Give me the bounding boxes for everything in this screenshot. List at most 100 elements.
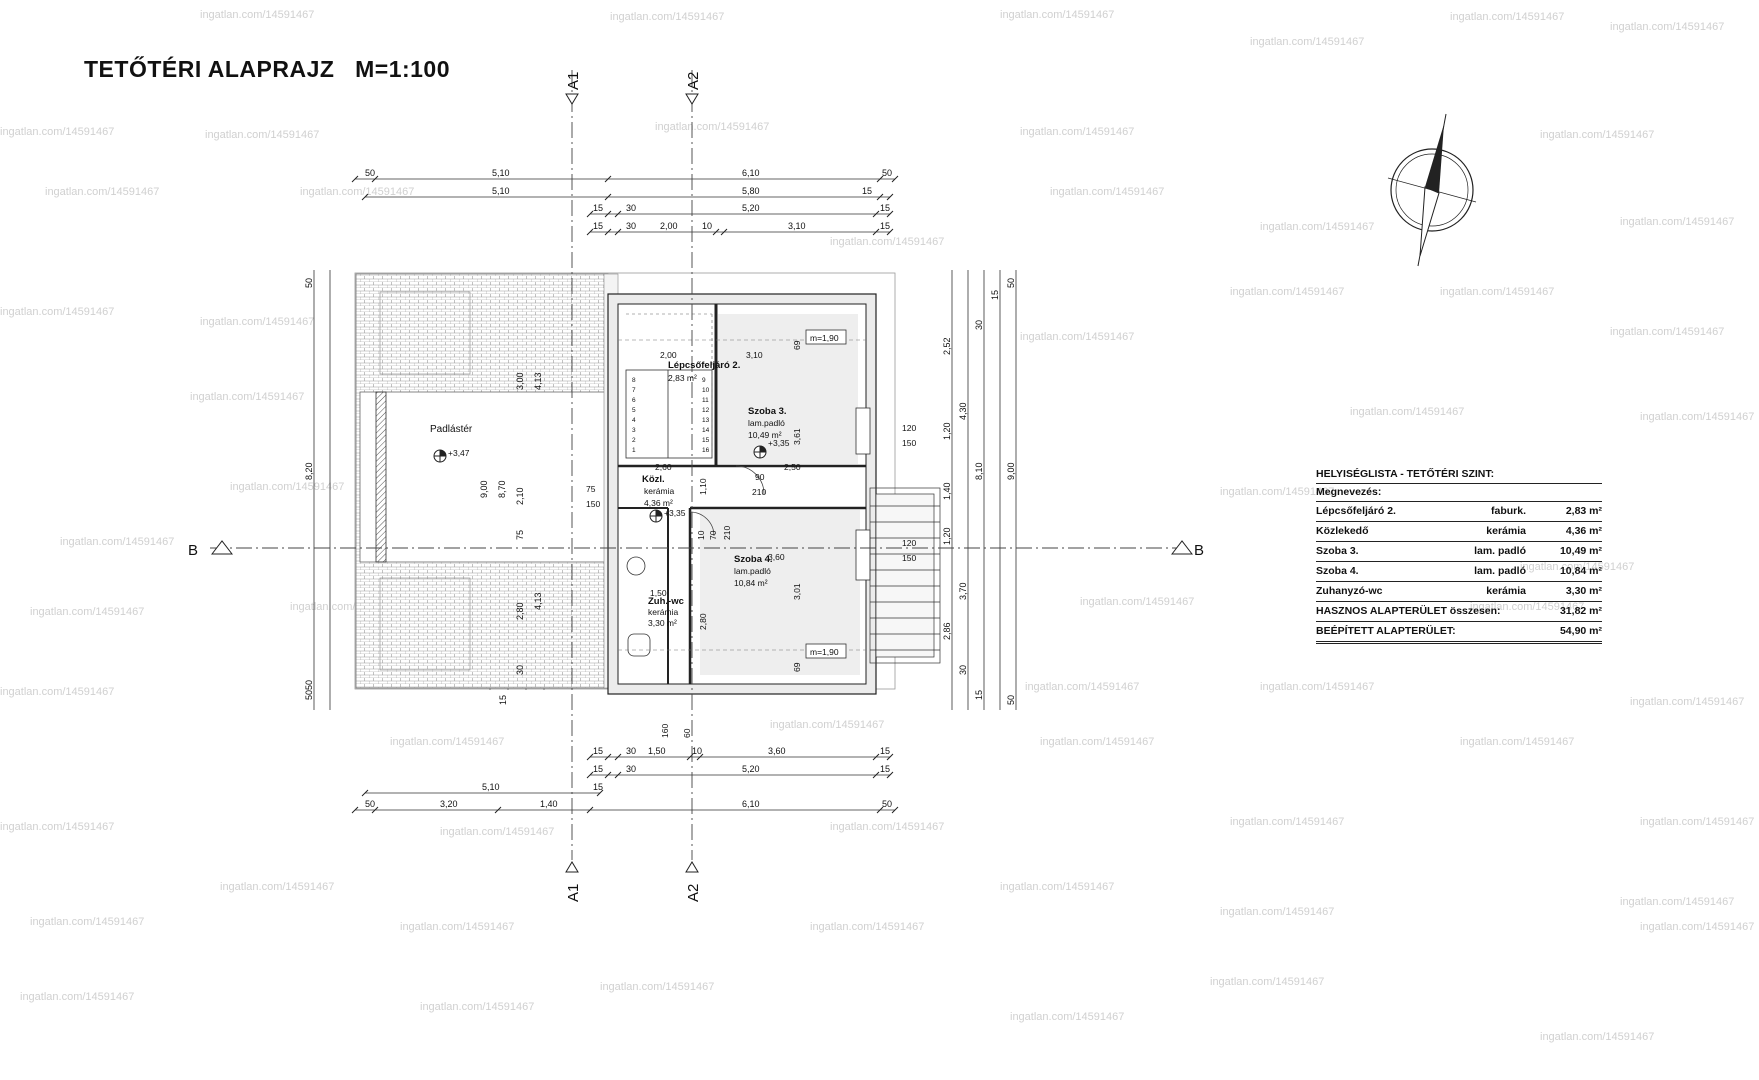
section-mark-b: B [1194,542,1204,559]
dimension-label: 30 [626,203,636,213]
dimension-tick [876,193,884,201]
dimension-tick [872,753,880,761]
dimension-label: 9,00 [479,480,489,498]
dimension-tick [351,806,359,814]
dimension-label: 30 [515,665,525,675]
dimension-tick [712,228,720,236]
stair-step-number: 6 [632,397,636,404]
stair-step-number: 9 [702,377,706,384]
watermark-text: ingatlan.com/14591467 [60,536,174,548]
room-list-area: 4,36 m² [1565,525,1602,537]
watermark-text: ingatlan.com/14591467 [0,306,114,318]
dimension-label: 15 [880,746,890,756]
dimension-label: 2,00 [660,221,678,231]
watermark-text: ingatlan.com/14591467 [220,881,334,893]
watermark-text: ingatlan.com/14591467 [1040,736,1154,748]
pergola [869,487,941,664]
dimension-label: 30 [626,746,636,756]
watermark-text: ingatlan.com/14591467 [1640,411,1754,423]
dimension-tick [604,753,612,761]
watermark-text: ingatlan.com/14591467 [655,121,769,133]
dimension-label: 50 [882,168,892,178]
room-name: Szoba 3. [748,406,787,417]
stair-step-number: 4 [632,417,636,424]
dimension-label: 210 [752,487,766,497]
dimension-label: 3,10 [788,221,806,231]
dimension-tick [886,753,894,761]
watermark-text: ingatlan.com/14591467 [30,606,144,618]
watermark-layer: ingatlan.com/14591467 ingatlan.com/145914… [0,9,1754,1043]
section-mark-a2: A2 [685,884,702,902]
dimension-tick [886,193,894,201]
dimension-label: 3,20 [440,799,458,809]
building-walls [607,293,877,695]
dimension-tick [891,175,899,183]
watermark-text: ingatlan.com/14591467 [1025,681,1139,693]
room-floor: kerámia [648,607,679,617]
height-tag: m=1,90 [810,647,839,657]
dimension-label: 2,60 [655,462,672,472]
dimension-label: 210 [722,526,732,540]
dimension-label: 5,10 [482,782,500,792]
room-area: 2,83 m² [668,373,697,383]
dimension-label: 15 [974,690,984,700]
stair-step-number: 5 [632,407,636,414]
watermark-text: ingatlan.com/14591467 [1640,921,1754,933]
room-list-area: 10,49 m² [1559,545,1602,557]
dimension-tick [614,228,622,236]
dimension-label: 30 [626,221,636,231]
watermark-text: ingatlan.com/14591467 [1210,976,1324,988]
room-list-table: HELYISÉGLISTA - TETŐTÉRI SZINT: Megnevez… [1316,466,1602,644]
stair-step-number: 10 [702,387,710,394]
dimension-label: 4,30 [958,402,968,420]
dimension-label: 15 [990,290,1000,300]
dimension-label: 1,10 [698,478,708,495]
dimension-label: 3,61 [792,428,802,445]
dimension-label: 50 [365,168,375,178]
stair-step-number: 7 [632,387,636,394]
dimension-label: 5,20 [742,203,760,213]
dimension-label: 50 [304,680,314,690]
dimension-label: 15 [593,764,603,774]
dimension-tick [361,789,369,797]
stair-step-number: 11 [702,397,709,404]
dimension-label: 50 [882,799,892,809]
watermark-text: ingatlan.com/14591467 [1220,906,1334,918]
section-mark-b: B [188,542,198,559]
section-axes [210,70,1185,860]
dimension-label: 3,70 [958,582,968,600]
room-list-floor: lam. padló [1474,565,1526,577]
dimension-label: 2,00 [660,350,677,360]
room-list-name: Zuhanyzó-wc [1316,585,1383,597]
dimension-label: 150 [586,499,600,509]
dimension-tick [604,193,612,201]
room-area: 10,49 m² [748,430,782,440]
watermark-text: ingatlan.com/14591467 [30,916,144,928]
dimension-label: 5,10 [492,186,510,196]
watermark-text: ingatlan.com/14591467 [770,719,884,731]
watermark-text: ingatlan.com/14591467 [1020,126,1134,138]
watermark-text: ingatlan.com/14591467 [300,186,414,198]
built-area-value: 54,90 m² [1559,625,1602,637]
watermark-text: ingatlan.com/14591467 [400,921,514,933]
dimension-tick [876,806,884,814]
dimension-label: 3,10 [746,350,763,360]
dimension-tick [361,193,369,201]
dimension-label: 50 [304,278,314,288]
dimension-tick [586,753,594,761]
dimension-tick [886,210,894,218]
dimension-label: 15 [593,203,603,213]
built-area-label: BEÉPÍTETT ALAPTERÜLET: [1316,625,1456,637]
room-list-column: Megnevezés: [1316,484,1602,502]
level-label: +3,47 [448,448,470,458]
dimension-label: 6,10 [742,799,760,809]
dimension-tick [696,753,704,761]
watermark-text: ingatlan.com/14591467 [1050,186,1164,198]
dimension-label: 15 [593,746,603,756]
dimension-tick [604,771,612,779]
room-list-header: HELYISÉGLISTA - TETŐTÉRI SZINT: [1316,466,1602,484]
height-tag: m=1,90 [810,333,839,343]
